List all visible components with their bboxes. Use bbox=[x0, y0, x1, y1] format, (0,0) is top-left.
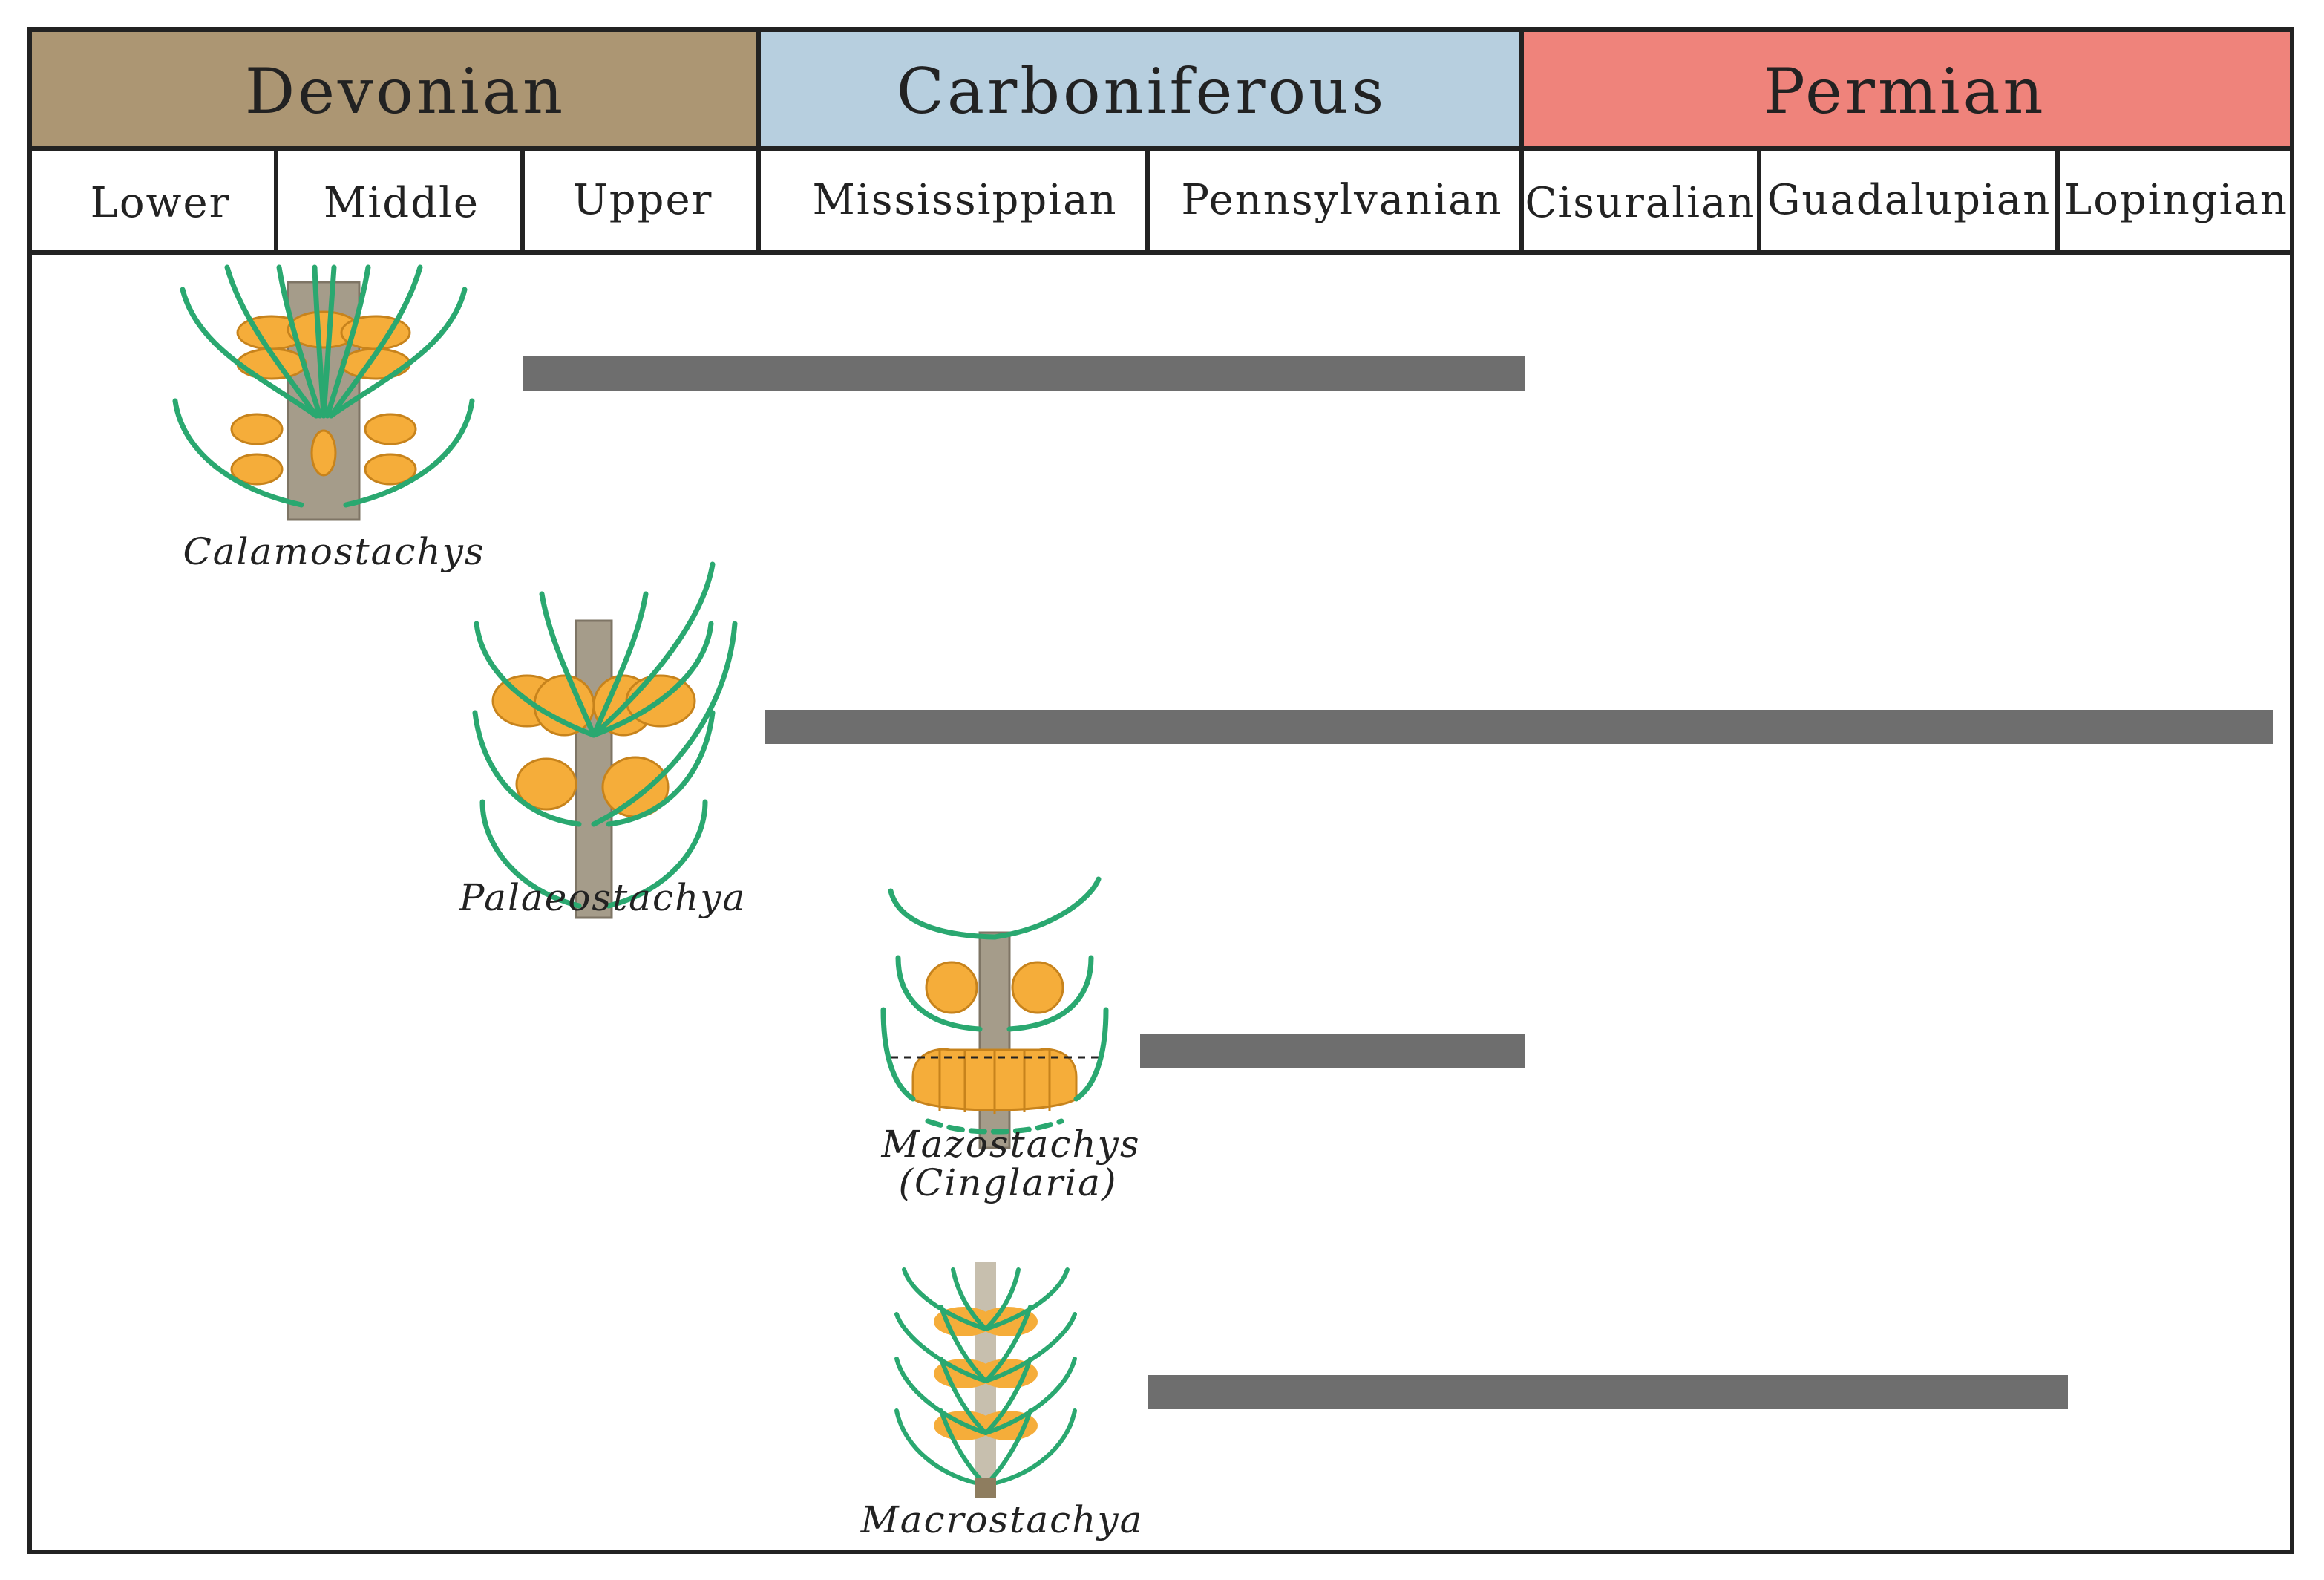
period-carboniferous-label: Carboniferous bbox=[897, 55, 1387, 128]
range-bar-mazostachys bbox=[1140, 1034, 1525, 1068]
epoch-cisuralian-label: Cisuralian bbox=[1525, 179, 1756, 227]
period-devonian-cell bbox=[30, 30, 759, 148]
taxon-macrostachya-label: Macrostachya bbox=[860, 1498, 1144, 1541]
range-bar-palaeostachya bbox=[765, 710, 2273, 744]
epoch-middle-label: Middle bbox=[324, 179, 479, 227]
taxon-palaeostachya-label: Palaeostachya bbox=[459, 876, 747, 919]
calamostachys-cone-icon bbox=[172, 264, 475, 521]
period-devonian-label: Devonian bbox=[245, 55, 566, 128]
epoch-row: Lower Middle Upper Mississippian Pennsyl… bbox=[91, 176, 2288, 227]
taxon-calamostachys-label: Calamostachys bbox=[183, 530, 485, 573]
taxon-mazostachys-label: Mazostachys bbox=[880, 1123, 1140, 1166]
epoch-pennsylvanian-label: Pennsylvanian bbox=[1181, 176, 1502, 224]
epoch-mississippian-label: Mississippian bbox=[812, 176, 1117, 224]
mazostachys-cone-icon bbox=[880, 876, 1109, 1149]
range-bar-macrostachya bbox=[1148, 1375, 2068, 1409]
period-permian-cell bbox=[1522, 30, 2292, 148]
range-bar-calamostachys bbox=[523, 356, 1525, 391]
palaeostachya-cone-icon bbox=[472, 561, 738, 919]
epoch-guadalupian-label: Guadalupian bbox=[1767, 176, 2052, 224]
epoch-lower-label: Lower bbox=[91, 179, 231, 227]
taxon-mazostachys-synonym-label: (Cinglaria) bbox=[899, 1161, 1118, 1204]
table-grid bbox=[27, 27, 2294, 1554]
epoch-upper-label: Upper bbox=[573, 176, 713, 224]
macrostachya-cone-icon bbox=[894, 1262, 1077, 1498]
period-carboniferous-cell bbox=[759, 30, 1522, 148]
epoch-lopingian-label: Lopingian bbox=[2064, 176, 2288, 224]
period-permian-label: Permian bbox=[1763, 55, 2046, 128]
